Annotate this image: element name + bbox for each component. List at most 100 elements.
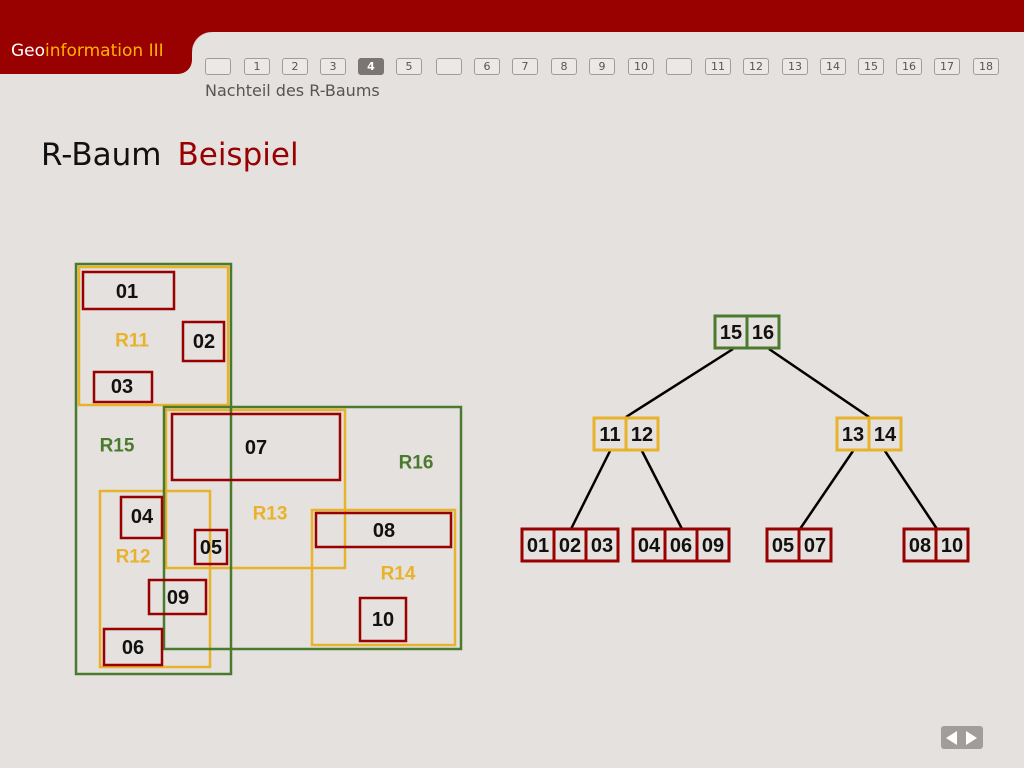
region-label-r13: R13 [253,504,288,525]
leaf-rect-03 [92,370,154,404]
nav-button-12[interactable]: 12 [743,58,769,75]
tree-node-level1: 11 12 [592,416,660,452]
tree-node-leaf-entry-05: 05 [772,535,794,557]
leaf-label-08: 08 [373,520,395,542]
nav-button-15[interactable]: 15 [858,58,884,75]
leaf-label-01: 01 [116,281,138,303]
tree-node-leaf-cell [584,527,620,563]
leaf-rect-09 [147,578,208,616]
leaf-label-05: 05 [200,537,222,559]
tree-node-leaf-entry-10: 10 [941,535,963,557]
region-r16 [162,405,463,651]
nav-button-blank[interactable] [436,58,462,75]
nav-button-13[interactable]: 13 [782,58,808,75]
nav-button-1[interactable]: 1 [244,58,270,75]
tree-node-leaf-cell [934,527,970,563]
leaf-label-03: 03 [111,376,133,398]
region-label-r12: R12 [116,547,151,568]
region-r13 [164,408,347,570]
leaf-rect-05 [193,528,229,566]
region-label-r16: R16 [399,453,434,474]
region-label-r11: R11 [115,331,149,352]
leaf-label-09: 09 [167,587,189,609]
nav-button-10[interactable]: 10 [628,58,654,75]
edge-14-leafD [883,450,939,530]
tree-node-leaf-entry-07: 07 [804,535,826,557]
triangle-left-icon[interactable] [946,731,957,745]
tree-node-level1-entry-11: 11 [599,424,620,446]
tree-node-leaf-entry-03: 03 [591,535,613,557]
region-r15 [74,262,233,676]
leaf-label-06: 06 [122,637,144,659]
nav-button-4[interactable]: 4 [358,58,384,75]
leaf-rect-06 [102,627,164,667]
tree-node-leaf-entry-02: 02 [559,535,581,557]
nav-button-11[interactable]: 11 [705,58,731,75]
tree-node-leaf: 04 06 09 [631,527,731,563]
nav-button-14[interactable]: 14 [820,58,846,75]
leaf-rect-08 [314,511,453,549]
triangle-right-icon[interactable] [966,731,977,745]
nav-button-blank[interactable] [666,58,692,75]
nav-button-7[interactable]: 7 [512,58,538,75]
nav-button-9[interactable]: 9 [589,58,615,75]
nav-button-16[interactable]: 16 [896,58,922,75]
tree-node-leaf-entry-01: 01 [527,535,549,557]
tree-node-level1-entry-14: 14 [874,424,897,446]
edge-13-leafC [798,450,855,530]
leaf-rect-10 [358,596,408,643]
region-r11 [77,265,230,407]
tree-node-level1-cell [624,416,660,452]
nav-button-3[interactable]: 3 [320,58,346,75]
tree-node-level1-cell [867,416,903,452]
leaf-rect-02 [181,320,226,363]
nav-button-17[interactable]: 17 [934,58,960,75]
edge-root-left [625,347,734,419]
brand-prefix: Geo [11,41,46,61]
leaf-label-07: 07 [245,437,267,459]
tree-node-leaf: 05 07 [765,527,833,563]
nav-button-2[interactable]: 2 [282,58,308,75]
leaf-rect-01 [81,270,176,311]
tree-node-leaf-cell [797,527,833,563]
nav-button-18[interactable]: 18 [973,58,999,75]
tree-node-level1: 13 14 [835,416,903,452]
edge-12-leafB [640,450,684,530]
leaf-label-04: 04 [131,506,154,528]
tree-node-level1-entry-13: 13 [842,424,864,446]
page-title: R-Baum Beispiel [41,137,299,173]
title-main: R-Baum [41,137,162,173]
top-bar [0,0,1024,32]
pager [941,726,983,749]
tree-node-leaf-entry-04: 04 [638,535,661,557]
tree-node-leaf-entry-08: 08 [909,535,931,557]
region-label-r15: R15 [100,436,135,457]
tree-node-leaf-cell [695,527,731,563]
nav-button-8[interactable]: 8 [551,58,577,75]
nav-button-5[interactable]: 5 [396,58,422,75]
leaf-rect-04 [119,495,164,540]
region-r12 [98,489,212,669]
region-r14 [310,508,457,647]
leaf-rect-07 [170,412,342,482]
tree-node-leaf: 01 02 03 [520,527,620,563]
tree-root-cell [745,314,781,350]
region-label-r14: R14 [381,564,416,585]
tree-node-leaf-entry-06: 06 [670,535,692,557]
tree-root-entry-16: 16 [752,322,774,344]
tree-node-level1-entry-12: 12 [631,424,653,446]
section-subtitle: Nachteil des R-Baums [205,81,380,100]
brand-suffix: information III [45,41,164,61]
nav-button-blank[interactable] [205,58,231,75]
edge-root-right [768,347,870,419]
leaf-label-02: 02 [193,331,215,353]
nav-button-6[interactable]: 6 [474,58,500,75]
title-accent: Beispiel [177,137,299,173]
tree-root-entry-15: 15 [720,322,742,344]
brand-logo: Geoinformation III [0,32,192,74]
tree-node-leaf-entry-09: 09 [702,535,724,557]
